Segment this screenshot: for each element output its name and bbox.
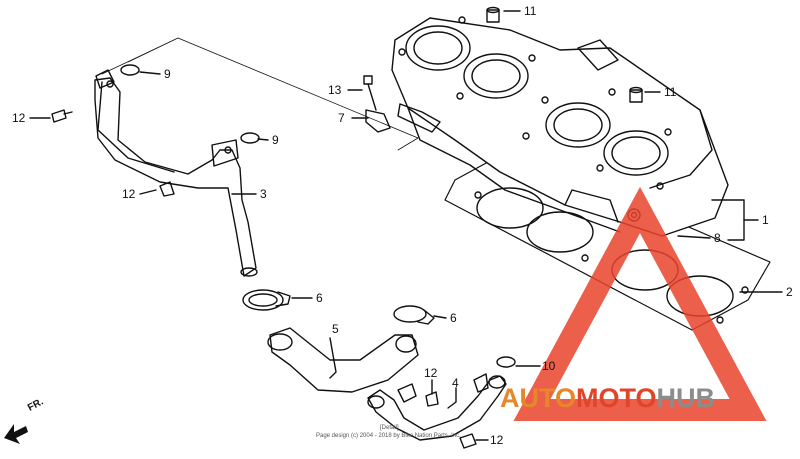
watermark-triangle — [513, 186, 767, 421]
watermark-auto: AUTO — [500, 383, 577, 413]
callout-13: 13 — [328, 83, 342, 97]
callout-6: 6 — [450, 311, 457, 325]
callout-1: 1 — [762, 213, 769, 227]
callout-10: 10 — [542, 359, 556, 373]
callout-12: 12 — [12, 111, 26, 125]
callout-3: 3 — [260, 187, 267, 201]
o-ring-part — [240, 132, 260, 144]
flange-bolt-part — [51, 109, 477, 449]
upper-water-pipe-part — [94, 69, 258, 277]
callout-12: 12 — [122, 187, 136, 201]
lower-water-pipe-part — [367, 373, 507, 441]
callout-5: 5 — [332, 322, 339, 336]
callout-11: 11 — [664, 85, 677, 99]
watermark-logo: AUTOMOTOHUB — [500, 378, 800, 418]
footer-copyright: Page design (c) 2004 - 2018 by Bike Nati… — [316, 433, 461, 439]
callout-6: 6 — [316, 291, 323, 305]
callout-4: 4 — [452, 376, 459, 390]
footer-code: [Detail] — [380, 425, 399, 431]
bolt-part — [363, 75, 441, 133]
callout-9: 9 — [272, 133, 279, 147]
dowel-pin-part — [486, 6, 643, 103]
callout-8: 8 — [714, 231, 721, 245]
assembly-leader-lines — [101, 37, 419, 151]
watermark-moto: MOTO — [576, 383, 657, 413]
water-hose-part — [267, 327, 419, 393]
o-ring-part — [496, 356, 516, 368]
callout-7: 7 — [338, 111, 345, 125]
watermark-hub: HUB — [656, 383, 716, 413]
callout-12: 12 — [424, 366, 438, 380]
o-ring-part — [120, 64, 140, 76]
callout-12: 12 — [490, 433, 504, 447]
front-direction-arrow-icon — [4, 424, 28, 444]
callout-11: 11 — [524, 4, 537, 18]
hose-clamp-part — [242, 289, 435, 325]
cylinder-block-part — [391, 16, 729, 237]
callout-9: 9 — [164, 67, 171, 81]
callout-2: 2 — [786, 285, 793, 299]
